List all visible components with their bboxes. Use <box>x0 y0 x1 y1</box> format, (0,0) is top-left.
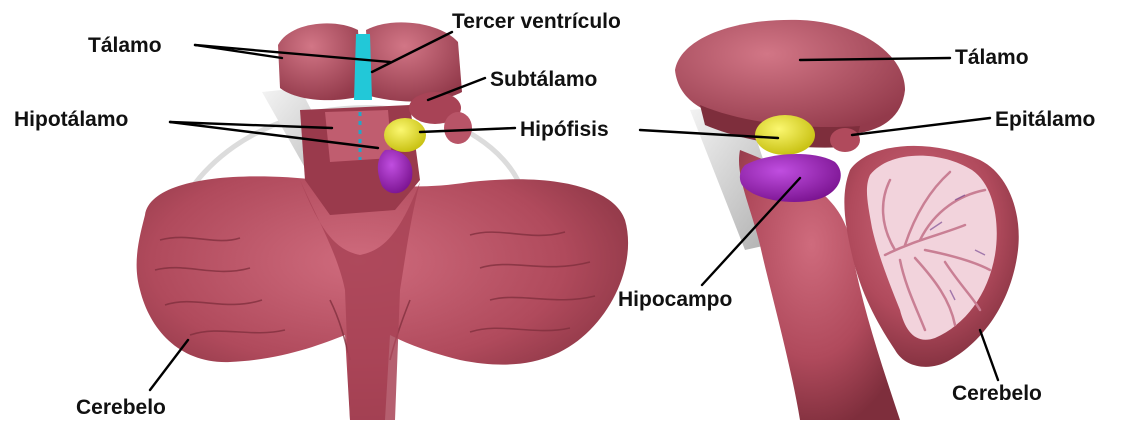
thalamus-left-lobe <box>278 23 362 100</box>
subthalamus-left-tip <box>444 112 472 144</box>
hypophysis-left <box>384 118 426 152</box>
leader-cerebelo-left <box>150 340 188 390</box>
label-talamo-left: Tálamo <box>88 34 162 57</box>
label-hipotalamo: Hipotálamo <box>14 108 128 131</box>
label-epitalamo: Epitálamo <box>995 108 1095 131</box>
leader-cerebelo-right <box>980 330 998 380</box>
third-ventricle <box>354 34 372 100</box>
label-cerebelo-right: Cerebelo <box>952 382 1042 405</box>
label-subtalamo: Subtálamo <box>490 68 597 91</box>
label-cerebelo-left: Cerebelo <box>76 396 166 419</box>
epithalamus-right <box>830 128 860 152</box>
label-hipocampo: Hipocampo <box>618 288 732 311</box>
right-brain-view <box>675 20 1019 420</box>
label-tercer-ventriculo: Tercer ventrículo <box>452 10 621 33</box>
label-hipofisis: Hipófisis <box>520 118 609 141</box>
hypophysis-right <box>755 115 815 155</box>
label-talamo-right: Tálamo <box>955 46 1029 69</box>
